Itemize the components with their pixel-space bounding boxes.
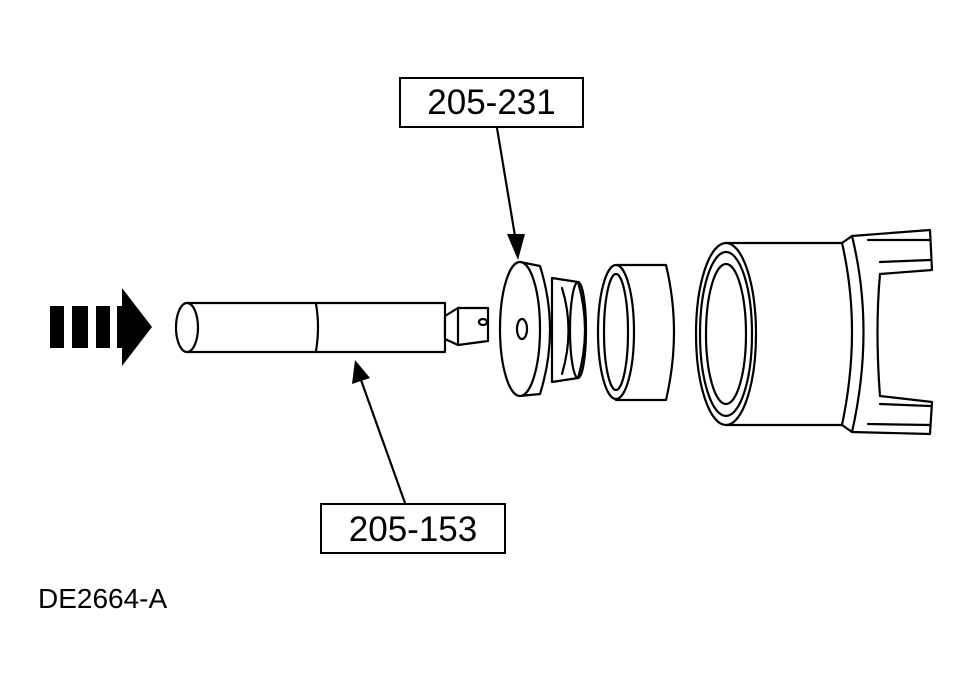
adapter <box>498 260 588 398</box>
callout-205-153: 205-153 <box>320 503 506 554</box>
arrow-dash-1 <box>50 306 64 348</box>
driver-handle <box>174 301 490 354</box>
bearing-ring <box>596 263 676 402</box>
leader-lower <box>359 378 407 505</box>
callout-205-231: 205-231 <box>399 77 584 128</box>
arrow-dash-3 <box>96 306 110 348</box>
arrow-head <box>117 288 152 366</box>
figure-id-label: DE2664-A <box>38 583 168 614</box>
leader-upper-arrowhead <box>507 234 525 260</box>
leader-lower-arrowhead <box>352 360 370 384</box>
axle-housing <box>694 228 934 436</box>
arrow-dash-2 <box>72 306 88 348</box>
leader-upper <box>495 126 517 238</box>
direction-arrow <box>50 288 152 366</box>
leader-lines <box>352 126 525 505</box>
